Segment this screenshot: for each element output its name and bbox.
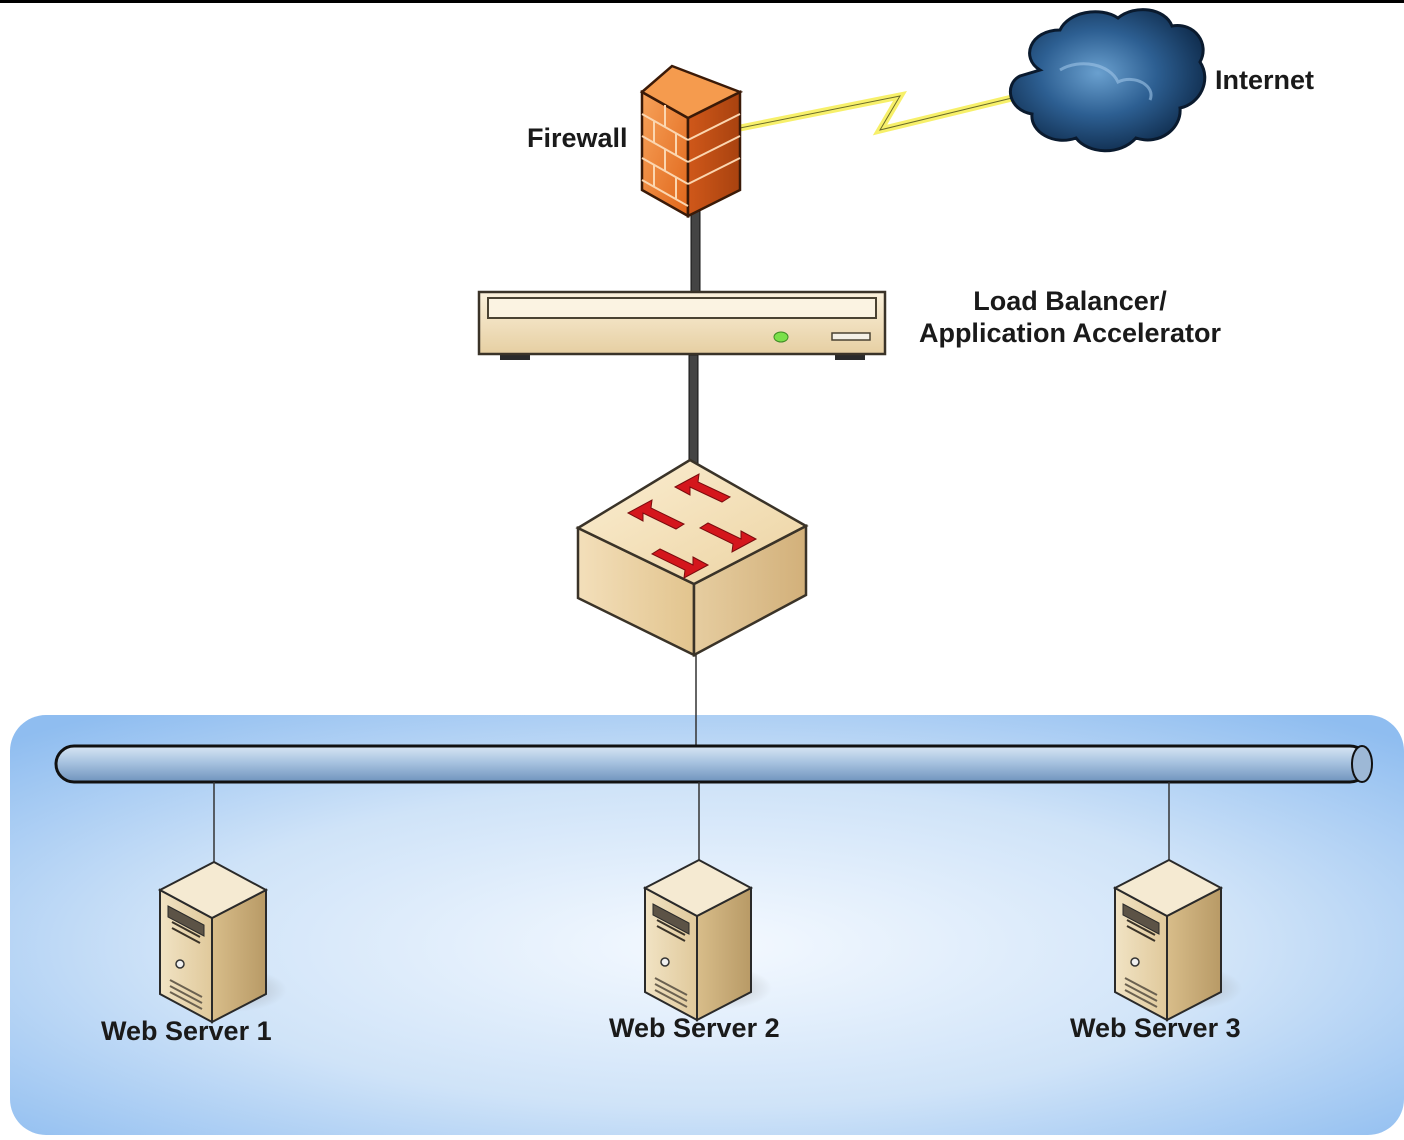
- firewall-lb-link: [690, 204, 701, 298]
- server-3-label: Web Server 3: [1070, 1013, 1241, 1043]
- load-balancer-label-line2: Application Accelerator: [918, 318, 1222, 349]
- network-switch-icon: [575, 458, 809, 658]
- firewall-label: Firewall: [527, 123, 628, 153]
- load-balancer-label-line1: Load Balancer/: [973, 286, 1167, 316]
- load-balancer-label: Load Balancer/ Application Accelerator: [900, 285, 1240, 350]
- lan-bus: [54, 744, 1373, 784]
- internet-label: Internet: [1215, 65, 1315, 95]
- cloud-icon: [1009, 8, 1207, 153]
- server-2-label: Web Server 2: [609, 1013, 780, 1043]
- server-1-label: Web Server 1: [101, 1016, 272, 1046]
- rack-appliance-icon: [477, 290, 887, 360]
- brick-wall-icon: [639, 64, 744, 219]
- lb-switch-link: [688, 354, 699, 466]
- switch-arrows: [626, 473, 758, 579]
